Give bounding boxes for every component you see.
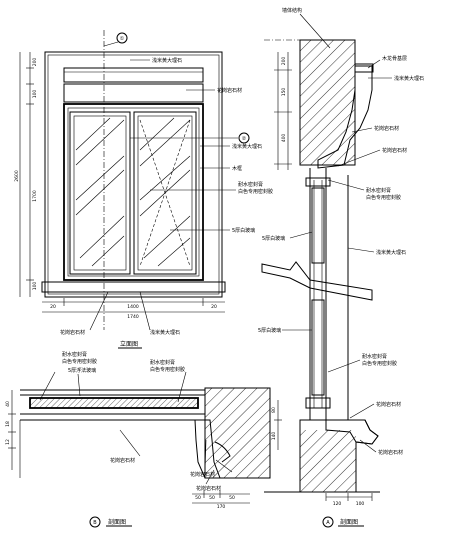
wood-frame [63,103,204,281]
section-mark-2: ② [242,136,247,142]
left-sash [69,111,131,275]
vertical-section-view: 墙体结构 木龙骨基层 浅米黄大理石 花岗岩石材 花岗岩石材 耐水密封膏 白色专用… [258,7,424,528]
dim-left-2: 1700 [32,190,38,202]
vs-label-marble-top: 浅米黄大理石 [394,75,424,82]
vs-marker-letter: A [326,520,330,526]
plan-dim-bottom-1: 50 [209,495,215,501]
elevation-title: 立面图 [120,340,138,348]
right-sash [133,111,197,275]
granite-casing [194,419,221,479]
plan-label-sealant: 耐水密封膏 白色专用密封胶 [62,351,97,365]
plan-dim-bottom-2: 50 [229,495,235,501]
glass-lower [311,299,325,396]
label-marble-top: 浅米黄大理石 [152,57,182,64]
vs-dim-left-1: 150 [281,88,287,97]
section-marker-top [116,32,128,44]
plan-label-glass: 5厚浮法玻璃 [68,367,96,374]
plan-label-sealant2: 耐水密封膏 白色专用密封胶 [150,359,185,373]
elevation-view: ① ② 浅米黄大理石 花岗岩石材 木框 浅米黄大理石 耐水密封膏 白色专用密封胶… [14,30,273,349]
dim-bottom-1: 1400 [127,304,139,310]
vs-label-granite-head: 花岗岩石材 [374,125,399,132]
vs-label-marble-side: 浅米黄大理石 [376,249,406,256]
dims-left-chain [19,52,34,297]
outer-frame [44,51,223,298]
vs-label-structure: 墙体结构 [282,7,302,14]
label-wood-frame: 木框 [232,165,242,172]
head-cornice [317,65,373,169]
plan-dim-bottom-total: 170 [217,504,226,510]
vs-dim-left-4: 140 [271,432,277,441]
plan-dims-left [8,390,16,470]
plan-dim-left-2: 12 [5,439,11,445]
dim-left-1: 100 [32,90,38,99]
vs-dim-left-3: 80 [271,407,277,413]
label-marble-bottom: 浅米黄大理石 [150,329,180,336]
dim-bottom-2: 20 [211,304,217,310]
label-granite-frame: 花岗岩石材 [217,87,242,94]
plan-label-granite-1: 花岗岩石材 [110,457,135,464]
dim-bottom-0: 20 [50,304,56,310]
glass-upper [311,187,325,264]
dims-bottom-chain [42,298,225,313]
break-line-band [261,261,373,301]
head-panel [63,83,204,103]
vs-label-granite-sill-2: 花岗岩石材 [378,449,403,456]
dim-left-0: 200 [32,58,38,67]
vs-label-sealant: 耐水密封膏 白色专用密封胶 [366,187,401,201]
plan-label-granite-3: 花岗岩石材 [196,485,221,492]
label-glass: 5厚白玻璃 [232,227,255,234]
top-band [63,67,204,83]
sill [41,281,226,293]
plan-label-granite-2: 花岗岩石材 [190,471,215,478]
vs-label-sealant-2: 耐水密封膏 白色专用密封胶 [362,353,397,367]
plan-dim-bottom-0: 50 [195,495,201,501]
vs-dim-bottom-1: 100 [356,501,365,507]
plan-dim-left-1: 18 [5,421,11,427]
dim-left-total: 2600 [14,170,20,182]
plan-dims-bottom [192,490,250,504]
label-granite-sill: 花岗岩石材 [60,329,85,336]
vs-dims-left [274,52,292,450]
plan-dim-left-0: 40 [5,401,11,407]
dim-bottom-total: 1740 [127,314,139,320]
section-mark-1: ① [120,36,125,42]
dim-left-3: 100 [32,282,38,291]
vs-dim-left-2: 400 [281,134,287,143]
plan-section-view: 耐水密封膏 白色专用密封胶 5厚浮法玻璃 耐水密封膏 白色专用密封胶 花岗岩石材… [5,351,271,528]
vs-label-glass-2: 5厚白玻璃 [258,327,281,334]
plan-section-title: 剖面图 [108,518,126,526]
vs-label-wood-base: 木龙骨基层 [382,55,407,62]
glass-hatching-right [139,117,191,267]
vs-dim-bottom-0: 120 [333,501,342,507]
vs-label-glass: 5厚白玻璃 [262,235,285,242]
vs-label-granite-head-2: 花岗岩石材 [382,147,407,154]
glass-hatching-left [75,117,125,267]
label-marble-frame: 浅米黄大理石 [232,143,262,150]
label-sealant: 耐水密封膏 白色专用密封胶 [238,181,273,195]
section-marker-right [238,132,250,144]
vs-label-granite-sill: 花岗岩石材 [376,401,401,408]
plan-marker-letter: B [93,520,97,526]
vs-title-marker [322,516,334,528]
vs-section-title: 剖面图 [340,518,358,526]
vs-dims-bottom [325,493,373,501]
plan-title-marker [89,516,101,528]
vs-dim-left-0: 200 [281,57,287,66]
